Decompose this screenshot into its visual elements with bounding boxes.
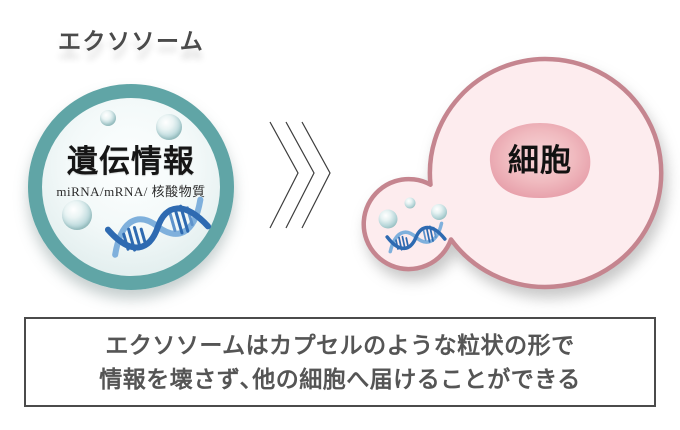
diagram-title: エクソソーム <box>58 28 205 54</box>
bubble-icon <box>431 204 447 220</box>
chevron-arrows-icon <box>269 121 331 229</box>
genetic-info-sublabel: miRNA/mRNA/ 核酸物質 <box>56 184 206 199</box>
chevron-line <box>301 121 331 229</box>
bubble-icon <box>62 200 92 230</box>
chevron-line <box>285 121 315 229</box>
bubble-icon <box>100 110 116 126</box>
caption-line-1: エクソソームはカプセルのような粒状の形で <box>105 332 575 358</box>
genetic-info-label: 遺伝情報 <box>67 144 195 179</box>
chevron-line <box>269 121 299 229</box>
bubble-icon <box>404 197 416 209</box>
bubble-icon <box>378 209 398 229</box>
exosome-illustration: 遺伝情報 miRNA/mRNA/ 核酸物質 <box>28 84 234 290</box>
bubble-icon <box>156 114 182 140</box>
cell-label: 細胞 <box>508 143 572 178</box>
caption-box: エクソソームはカプセルのような粒状の形で 情報を壊さず､他の細胞へ届けることがで… <box>24 317 656 407</box>
cell-illustration: 細胞 <box>361 56 664 290</box>
caption-line-2: 情報を壊さず､他の細胞へ届けることができる <box>99 366 581 392</box>
cell-nucleus <box>489 123 591 199</box>
